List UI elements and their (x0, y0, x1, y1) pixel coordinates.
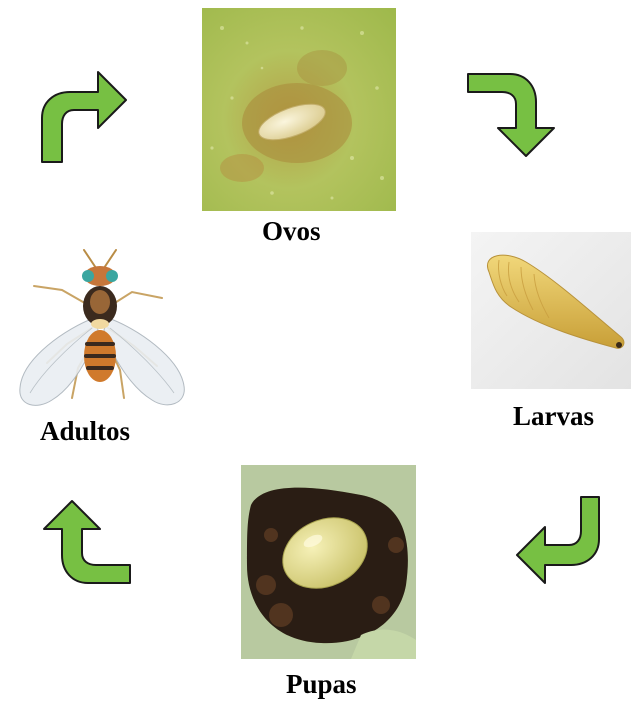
curved-arrow-down-right-icon (466, 70, 558, 160)
eggs-label: Ovos (262, 216, 321, 247)
larvae-photo (471, 232, 631, 389)
adults-label: Adultos (40, 416, 130, 447)
larvae-label: Larvas (513, 401, 594, 432)
pupae-label: Pupas (286, 669, 357, 700)
eggs-photo (202, 8, 396, 211)
curved-arrow-up-left-icon (38, 497, 132, 587)
curved-arrow-up-right-icon (38, 70, 130, 164)
curved-arrow-down-left-icon (513, 495, 605, 587)
adults-photo (12, 248, 190, 413)
pupae-photo (241, 465, 416, 659)
